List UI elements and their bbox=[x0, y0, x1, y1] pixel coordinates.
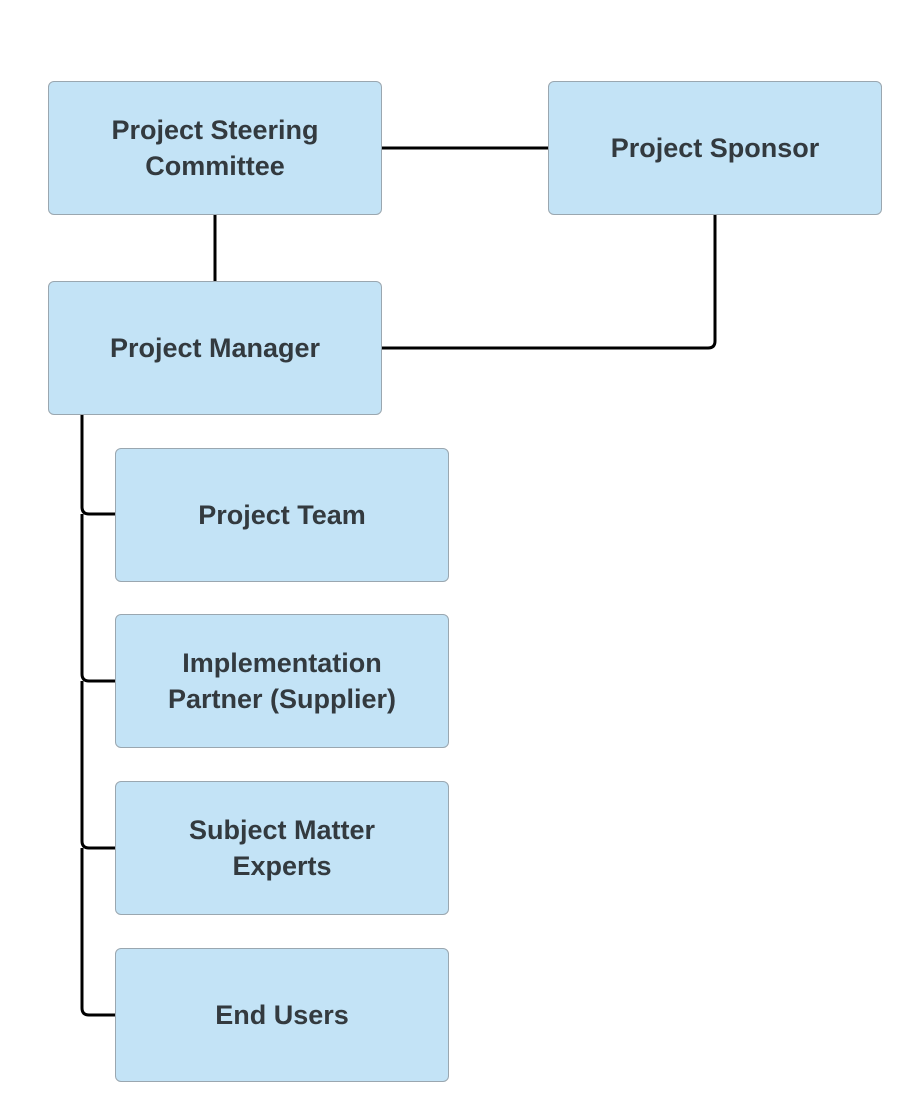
connector-manager-to-partner bbox=[80, 514, 115, 683]
node-project-steering-committee: Project Steering Committee bbox=[48, 81, 382, 215]
node-label: Project Manager bbox=[109, 333, 321, 363]
connector-manager-to-end-users bbox=[80, 848, 115, 1017]
node-end-users: End Users bbox=[115, 948, 449, 1082]
node-label: End Users bbox=[215, 1000, 349, 1030]
node-implementation-partner: Implementation Partner (Supplier) bbox=[115, 614, 449, 748]
node-label: Project Sponsor bbox=[610, 133, 820, 163]
node-project-manager: Project Manager bbox=[48, 281, 382, 415]
node-label: Implementation Partner (Supplier) bbox=[167, 648, 397, 714]
node-label: Subject Matter Experts bbox=[188, 815, 376, 881]
node-subject-matter-experts: Subject Matter Experts bbox=[115, 781, 449, 915]
connector-manager-to-sme bbox=[80, 681, 115, 850]
node-label: Project Steering Committee bbox=[111, 115, 319, 181]
node-label: Project Team bbox=[198, 500, 366, 530]
connector-sponsor-to-manager bbox=[382, 215, 717, 350]
node-project-team: Project Team bbox=[115, 448, 449, 582]
node-project-sponsor: Project Sponsor bbox=[548, 81, 882, 215]
connector-manager-to-team bbox=[80, 415, 115, 516]
